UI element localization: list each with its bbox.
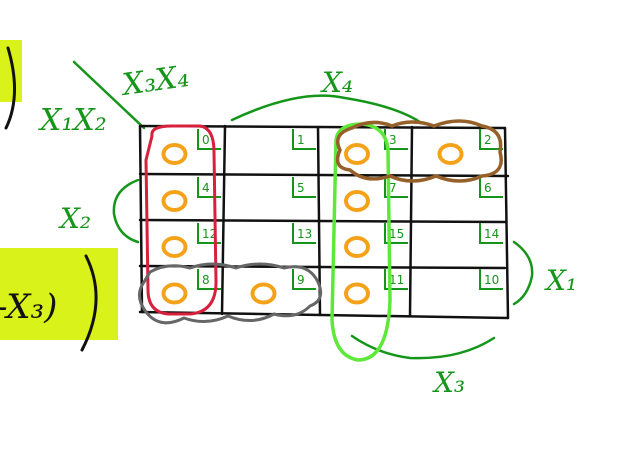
column-variables-label: X₃X₄ [118, 59, 191, 103]
one-mark [344, 190, 370, 212]
gray-group [138, 262, 323, 325]
cell-number-bracket [479, 269, 503, 290]
cell-number-bracket [197, 223, 221, 244]
x2-label: X₂ [58, 202, 91, 235]
cell-number: 14 [484, 227, 499, 241]
one-mark [161, 190, 188, 212]
one-mark [344, 143, 370, 165]
one-mark [437, 143, 464, 165]
one-mark [344, 282, 370, 305]
top-bracket [4, 46, 16, 130]
x3-brace [350, 334, 496, 360]
kmap-grid [138, 124, 510, 320]
cell-number-bracket [292, 129, 316, 150]
left-expression-fragment: -X₃) [0, 287, 57, 327]
x4-brace [230, 94, 422, 124]
cell-number: 1 [297, 133, 305, 147]
cell-number-bracket [292, 223, 316, 244]
cell-number: 6 [484, 181, 492, 195]
green-group [330, 122, 392, 362]
cell-number: 3 [389, 133, 397, 147]
cell-number: 12 [202, 227, 217, 241]
x2-brace [112, 178, 140, 244]
cell-number: 5 [297, 181, 305, 195]
cell-number-bracket [197, 269, 221, 290]
row-variables-label: X₁X₂ [38, 103, 107, 138]
cell-number-bracket [479, 223, 503, 244]
cell-number-bracket [384, 269, 408, 290]
red-group [144, 124, 218, 316]
one-mark [250, 282, 277, 305]
one-mark [344, 236, 370, 258]
cell-number: 10 [484, 273, 499, 287]
cell-number-bracket [384, 177, 408, 198]
cell-number-bracket [479, 177, 503, 198]
cell-number: 11 [389, 273, 404, 287]
cell-number: 4 [202, 181, 210, 195]
cell-number-bracket [292, 177, 316, 198]
one-mark [161, 143, 188, 165]
brown-group [335, 119, 503, 183]
one-mark [161, 236, 188, 258]
x4-label: X₄ [320, 66, 353, 99]
bottom-highlight-strip [0, 248, 118, 340]
cell-number: 7 [389, 181, 397, 195]
cell-number: 15 [389, 227, 404, 241]
cell-number-bracket [384, 223, 408, 244]
cell-number-bracket [292, 269, 316, 290]
cell-number-bracket [479, 129, 503, 150]
group-loops [138, 119, 503, 362]
cell-number: 9 [297, 273, 305, 287]
top-highlight-strip [0, 40, 22, 102]
cell-number: 0 [202, 133, 210, 147]
x1-label: X₁ [544, 264, 577, 297]
cell-number: 2 [484, 133, 492, 147]
corner-diagonal [72, 60, 146, 130]
bottom-bracket [80, 254, 98, 352]
x1-brace [512, 240, 534, 306]
cell-number: 13 [297, 227, 312, 241]
x3-label: X₃ [432, 366, 465, 399]
one-mark [161, 282, 188, 305]
cell-number: 8 [202, 273, 210, 287]
